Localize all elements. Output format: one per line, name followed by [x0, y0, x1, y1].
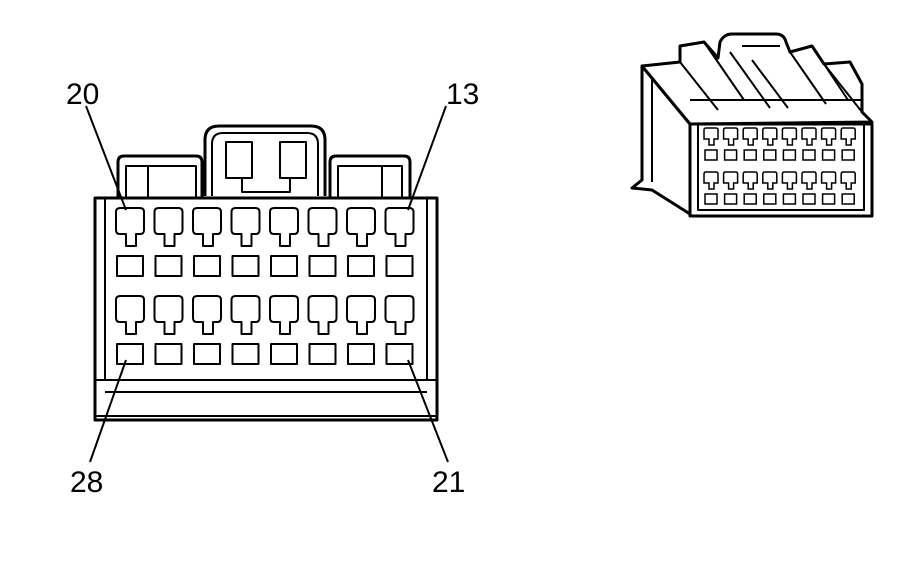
pin-cavity	[230, 295, 261, 365]
pin-cavity	[230, 207, 261, 277]
leader-pin-20	[85, 105, 127, 211]
pin-cavity	[153, 207, 184, 277]
top-lock-tab	[203, 124, 327, 196]
iso-pin-cavity	[703, 127, 719, 161]
iso-pin-cavity	[840, 127, 856, 161]
pin-cavity	[269, 207, 299, 277]
iso-pin-cavity	[801, 127, 817, 161]
iso-pin-cavity	[762, 171, 778, 205]
iso-pin-cavity	[781, 127, 798, 161]
right-shoulder	[328, 154, 412, 198]
iso-pin-cavity	[742, 127, 758, 161]
iso-pin-cavity	[801, 171, 817, 205]
iso-pin-cavity	[722, 127, 739, 161]
connector-isometric	[630, 32, 874, 218]
iso-pin-cavity	[840, 171, 856, 205]
lock-window-left	[225, 141, 253, 179]
leader-pin-28	[89, 359, 127, 463]
pin-cavity	[346, 207, 376, 277]
pin-cavity	[192, 295, 222, 365]
iso-pin-cavity	[762, 127, 778, 161]
pin-cavity	[307, 207, 338, 277]
lock-window-right	[279, 141, 307, 179]
pin-cavity	[153, 295, 184, 365]
pin-cavity	[269, 295, 299, 365]
pin-cavity	[192, 207, 222, 277]
pin-cavities	[115, 207, 415, 365]
connector-body	[93, 196, 439, 422]
iso-pin-cavity	[722, 171, 739, 205]
left-shoulder	[116, 154, 204, 198]
iso-pin-cavity	[820, 171, 837, 205]
pin-cavity	[115, 207, 145, 277]
leader-pin-13	[407, 105, 447, 211]
pin-cavity	[307, 295, 338, 365]
pin-cavity	[384, 295, 415, 365]
pin-cavity	[384, 207, 415, 277]
pin-label-13: 13	[446, 78, 479, 111]
connector-face: 20 13 28 21	[66, 78, 479, 499]
iso-pin-cavity	[820, 127, 837, 161]
iso-pin-cavities	[703, 127, 856, 205]
pin-cavity	[115, 295, 145, 365]
pin-label-20: 20	[66, 78, 99, 111]
iso-pin-cavity	[742, 171, 758, 205]
pin-cavity	[346, 295, 376, 365]
leader-pin-21	[407, 359, 449, 463]
pin-label-28: 28	[70, 466, 103, 499]
iso-pin-cavity	[781, 171, 798, 205]
iso-pin-cavity	[703, 171, 719, 205]
pin-label-21: 21	[432, 466, 465, 499]
